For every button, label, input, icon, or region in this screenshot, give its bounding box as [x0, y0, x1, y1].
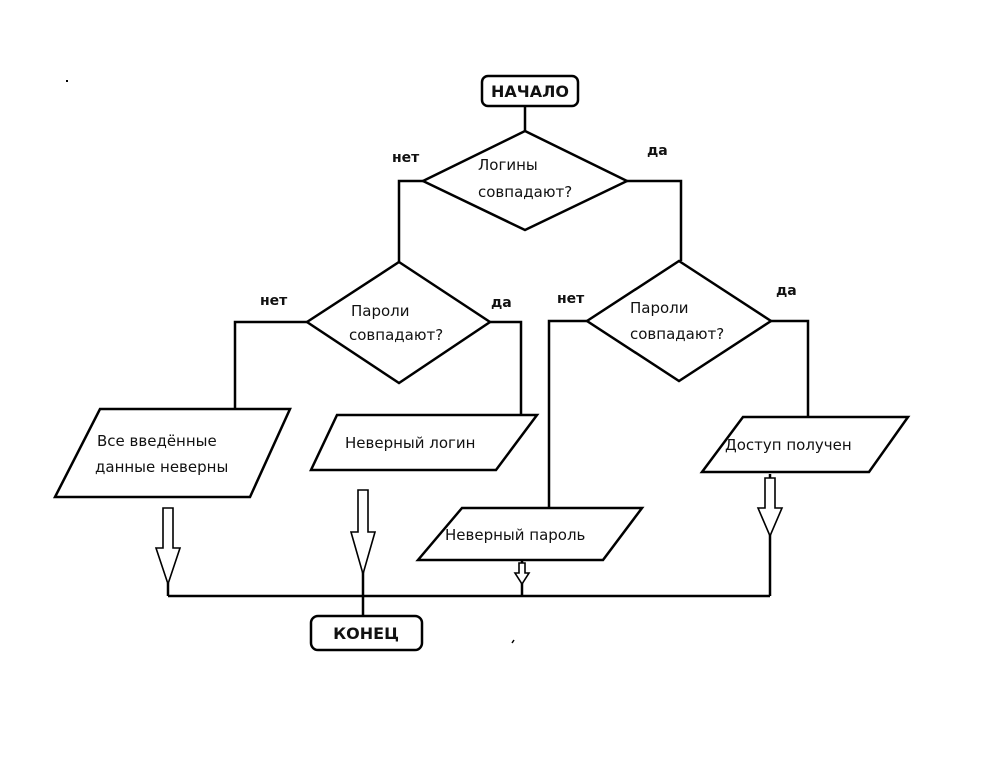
edge-pass-right-no	[547, 319, 587, 508]
end-label: КОНЕЦ	[333, 624, 399, 643]
arrow-down-icon	[349, 489, 377, 577]
arrow-down-icon	[756, 477, 784, 539]
label-pass-right-yes: да	[776, 283, 797, 299]
start-terminal-shape	[480, 74, 580, 108]
end-node: КОНЕЦ	[309, 614, 424, 652]
all-data-wrong-node: Все введённые данные неверны	[52, 407, 292, 499]
login-decision-line1: Логины	[478, 156, 538, 174]
password-decision-left-node: Пароли совпадают?	[304, 260, 493, 385]
access-granted-label: Доступ получен	[725, 436, 852, 454]
edge-login-yes	[627, 179, 683, 261]
label-login-no: нет	[392, 150, 420, 166]
io-parallelogram-shape	[415, 506, 645, 562]
login-decision-node: Логины совпадают?	[420, 129, 630, 232]
arrow-down-icon	[154, 507, 182, 587]
io-parallelogram-shape	[699, 415, 911, 474]
edge-login-no	[397, 179, 423, 262]
wrong-password-label: Неверный пароль	[445, 526, 585, 544]
stray-mark	[511, 639, 515, 644]
stray-dot	[66, 80, 68, 82]
label-pass-left-yes: да	[491, 295, 512, 311]
wrong-password-node: Неверный пароль	[415, 506, 645, 562]
password-decision-right-node: Пароли совпадают?	[584, 259, 774, 383]
password-left-line2: совпадают?	[349, 326, 443, 344]
hollow-arrows	[154, 477, 784, 587]
end-terminal-shape	[309, 614, 424, 652]
all-wrong-line2: данные неверны	[95, 458, 228, 476]
io-parallelogram-shape	[309, 413, 540, 472]
label-pass-right-no: нет	[557, 291, 585, 307]
start-node: НАЧАЛО	[480, 74, 580, 108]
wrong-login-label: Неверный логин	[345, 434, 475, 452]
password-right-line1: Пароли	[630, 299, 689, 317]
login-decision-line2: совпадают?	[478, 183, 572, 201]
decision-diamond-shape	[420, 129, 630, 232]
label-pass-left-no: нет	[260, 293, 288, 309]
io-parallelogram-shape	[52, 407, 292, 499]
start-label: НАЧАЛО	[491, 82, 569, 101]
access-granted-node: Доступ получен	[699, 415, 911, 474]
decision-diamond-shape	[584, 259, 774, 383]
edge-pass-left-yes	[490, 320, 523, 415]
edge-labels: нет да нет да нет да	[260, 143, 797, 311]
all-wrong-line1: Все введённые	[97, 432, 217, 450]
password-left-line1: Пароли	[351, 302, 410, 320]
arrow-down-icon	[513, 562, 531, 586]
wrong-login-node: Неверный логин	[309, 413, 540, 472]
password-right-line2: совпадают?	[630, 325, 724, 343]
edge-pass-right-yes	[771, 319, 810, 417]
label-login-yes: да	[647, 143, 668, 159]
edge-pass-left-no	[233, 320, 307, 409]
decision-diamond-shape	[304, 260, 493, 385]
